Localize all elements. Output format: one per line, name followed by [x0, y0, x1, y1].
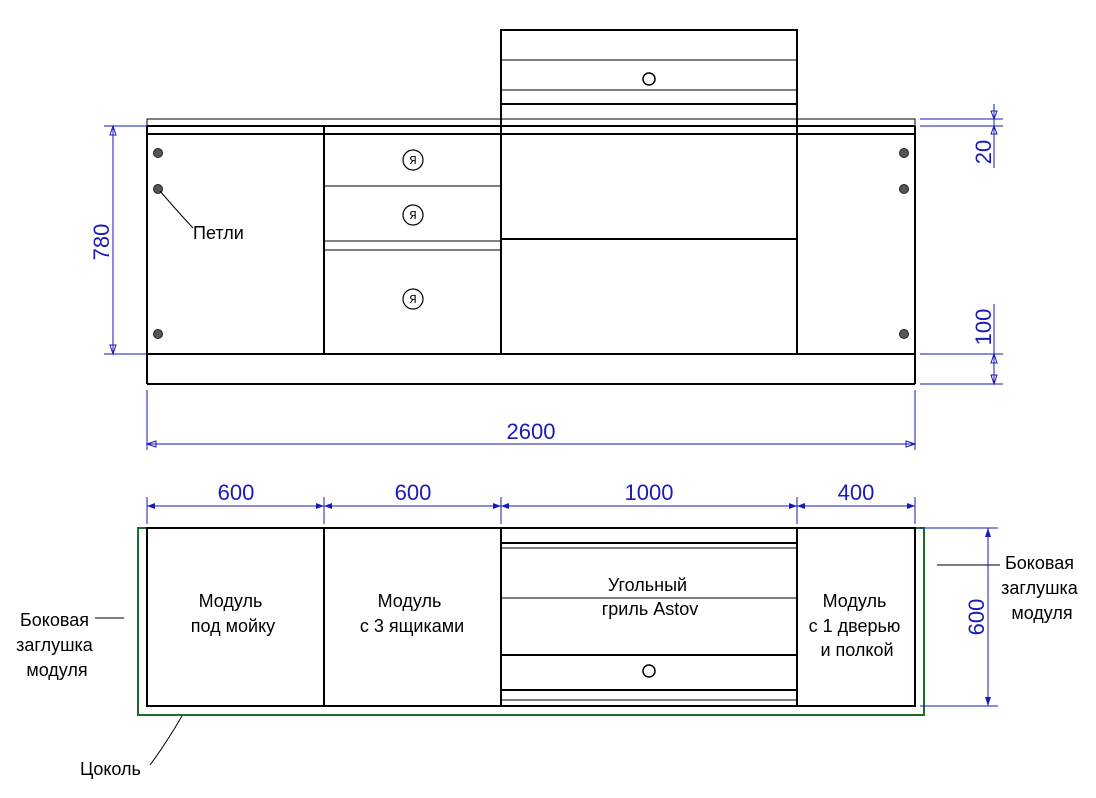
drawer-logos: Я Я Я [402, 149, 424, 310]
hinge-icon [899, 329, 909, 339]
top-view: Модуль под мойку Модуль с 3 ящиками Угол… [16, 527, 1083, 779]
hinge-icon [153, 148, 163, 158]
dim-module-1: 600 [218, 480, 255, 505]
module-door-label: Модуль с 1 дверью и полкой [809, 591, 906, 660]
dim-module-2: 600 [395, 480, 432, 505]
plinth-label: Цоколь [80, 759, 141, 779]
side-cap-left-label: Боковая заглушка модуля [16, 610, 98, 680]
dim-plinth: 100 [971, 309, 996, 346]
grill-label: Угольный гриль Astov [602, 575, 699, 619]
grill-hood [500, 29, 798, 127]
top-body [146, 527, 916, 707]
plinth-leader [149, 715, 183, 766]
hinge-icon [899, 184, 909, 194]
front-view: Я Я Я Петли [146, 29, 916, 385]
drawer-logo-text: Я [409, 154, 417, 167]
module-sink-label: Модуль под мойку [191, 591, 275, 636]
grill-handle-knob [642, 72, 656, 86]
dim-height: 780 [89, 224, 114, 261]
dim-total-width: 2600 [507, 419, 556, 444]
hinges [153, 148, 909, 339]
drawer-logo-icon [402, 204, 424, 226]
drawer-logo-icon [402, 149, 424, 171]
hinge-label: Петли [193, 223, 244, 243]
drawer-module-front [324, 185, 501, 251]
countertop [146, 118, 916, 127]
dim-module-4: 400 [838, 480, 875, 505]
side-cap-right-label: Боковая заглушка модуля [1001, 553, 1083, 623]
front-dimensions: 780 20 100 2600 [89, 104, 1003, 450]
hinge-leader [159, 190, 194, 229]
dim-depth: 600 [964, 599, 989, 636]
module-drawers-label: Модуль с 3 ящиками [360, 591, 464, 636]
grill-handle-knob [642, 664, 656, 678]
dim-countertop: 20 [971, 140, 996, 164]
hinge-icon [899, 148, 909, 158]
drawer-logo-icon [402, 288, 424, 310]
grill-front [500, 29, 798, 240]
drawer-logo-text: Я [409, 293, 417, 306]
grill-top [501, 542, 797, 701]
dim-module-3: 1000 [625, 480, 674, 505]
hinge-icon [153, 329, 163, 339]
top-dimensions: 600 600 1000 400 600 [146, 480, 998, 707]
drawer-logo-text: Я [409, 209, 417, 222]
